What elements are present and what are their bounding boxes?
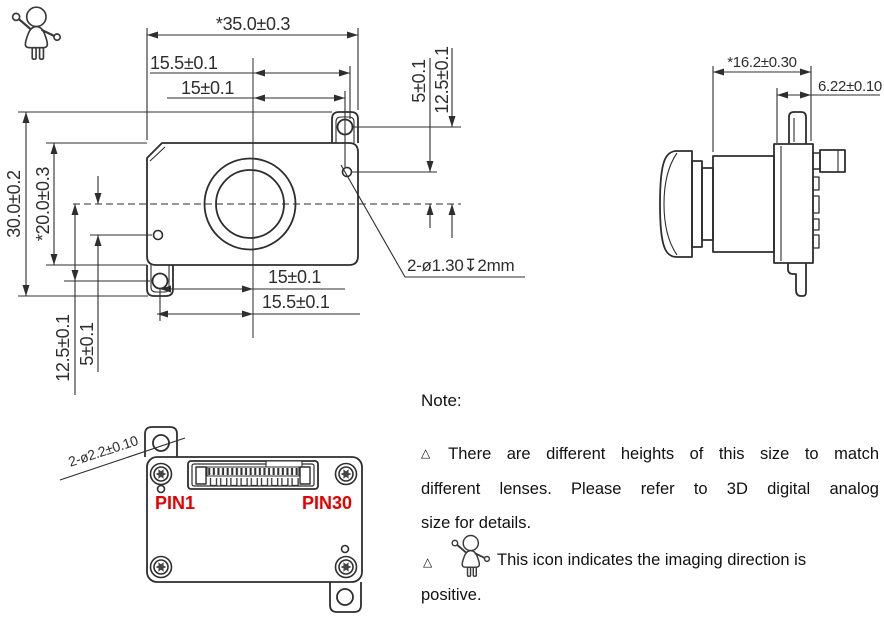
note1-line2: different lenses. Please refer to 3D dig…: [421, 480, 879, 498]
side-dimension-lines: [712, 66, 880, 152]
dim-hole-y-right: 5±0.1: [409, 59, 429, 103]
note1-line3: size for details.: [421, 514, 532, 532]
side-view-drawing: [659, 111, 846, 297]
dim-tab-hole-y-left: 12.5±0.1: [53, 314, 73, 382]
dim-tab-hole-x: 15.5±0.1: [150, 53, 218, 73]
side-top-tab: [788, 111, 807, 144]
dim-hole-x: 15±0.1: [181, 78, 235, 98]
side-barrel: [712, 155, 775, 253]
board-connector: [187, 460, 319, 490]
dim-total-height: 30.0±0.2: [4, 170, 24, 238]
pin30-index-hole: [340, 544, 350, 554]
side-bottom-bracket: [787, 263, 807, 297]
screw-icon: [149, 462, 173, 486]
side-lens: [659, 150, 693, 258]
note2-line1: This icon indicates the imaging directio…: [497, 551, 807, 569]
note2-line2: positive.: [421, 586, 482, 604]
front-hole-callout: 2-ø1.30↧2mm: [407, 256, 515, 275]
dim-total-depth: *16.2±0.30: [727, 54, 797, 71]
pin1-index-hole: [156, 484, 166, 494]
back-hole-callout-leader: [59, 437, 186, 481]
back-bottom-tab: [329, 582, 362, 613]
side-lens-ring-b: [701, 167, 714, 241]
dim-total-width: *35.0±0.3: [215, 14, 291, 34]
dim-hole-y-left: 5±0.1: [77, 322, 97, 366]
front-dimension-lines: [18, 28, 525, 395]
screw-icon: [334, 462, 358, 486]
dim-tab-hole-y-right: 12.5±0.1: [432, 46, 452, 114]
pin30-label: PIN30: [302, 493, 353, 513]
figure-head: [25, 6, 47, 28]
pin1-label: PIN1: [155, 493, 196, 513]
screw-icon: [149, 555, 173, 579]
hole-callout-leader: [340, 164, 525, 278]
front-hole-left: [152, 229, 164, 241]
triangle-marker: △: [423, 555, 433, 569]
dim-tab-hole-x-bottom: 15.5±0.1: [262, 292, 330, 312]
side-connector: [819, 149, 846, 173]
figure-dress: [24, 25, 49, 49]
front-bottom-tab-hole: [151, 272, 169, 290]
side-lens-ring-a: [691, 160, 703, 248]
side-dimension-arrows: [713, 68, 811, 99]
back-top-tab: [144, 426, 178, 457]
back-body-outline: [146, 456, 363, 583]
front-dimension-arrows: [22, 31, 456, 318]
back-view-drawing: [144, 426, 363, 613]
triangle-marker: △: [421, 446, 442, 460]
side-board-components: [812, 176, 820, 249]
notes-title: Note:: [421, 391, 462, 410]
screw-icon: [334, 555, 358, 579]
imaging-direction-icon: [11, 6, 62, 61]
side-mount-plate: [773, 143, 814, 264]
torx-screws: [149, 462, 358, 579]
imaging-direction-icon-note: [451, 534, 491, 577]
dim-board-depth: 6.22±0.10: [818, 78, 882, 95]
notes-section: Note: △There are different heights of th…: [421, 391, 880, 604]
front-body-outline: [146, 142, 359, 266]
dim-hole-x-bottom: 15±0.1: [268, 267, 322, 287]
back-top-tab-hole: [152, 434, 170, 452]
front-centerlines: [73, 58, 461, 338]
dim-body-height: *20.0±0.3: [33, 166, 53, 242]
back-bottom-tab-hole: [336, 588, 354, 606]
note1-line1: △There are different heights of this siz…: [421, 445, 880, 463]
